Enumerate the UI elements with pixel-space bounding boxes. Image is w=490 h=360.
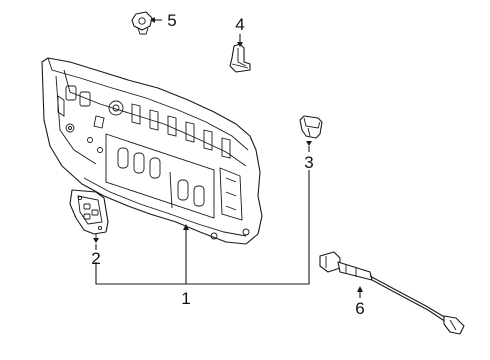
callout-3: 3 — [304, 153, 313, 172]
bracket-part-2[interactable] — [69, 189, 109, 243]
callout-1: 1 — [181, 289, 190, 308]
callout-5: 5 — [167, 11, 176, 30]
callout-6: 6 — [355, 299, 364, 318]
rear-panel-part-1[interactable] — [41, 57, 263, 245]
push-clip-part-5[interactable] — [131, 11, 153, 35]
callout-4: 4 — [235, 15, 244, 34]
callout-2: 2 — [91, 249, 100, 268]
cable-part-6[interactable] — [319, 251, 465, 335]
bracket-part-4[interactable] — [229, 43, 251, 73]
clip-part-3[interactable] — [299, 115, 323, 146]
leader-lines — [95, 17, 363, 298]
